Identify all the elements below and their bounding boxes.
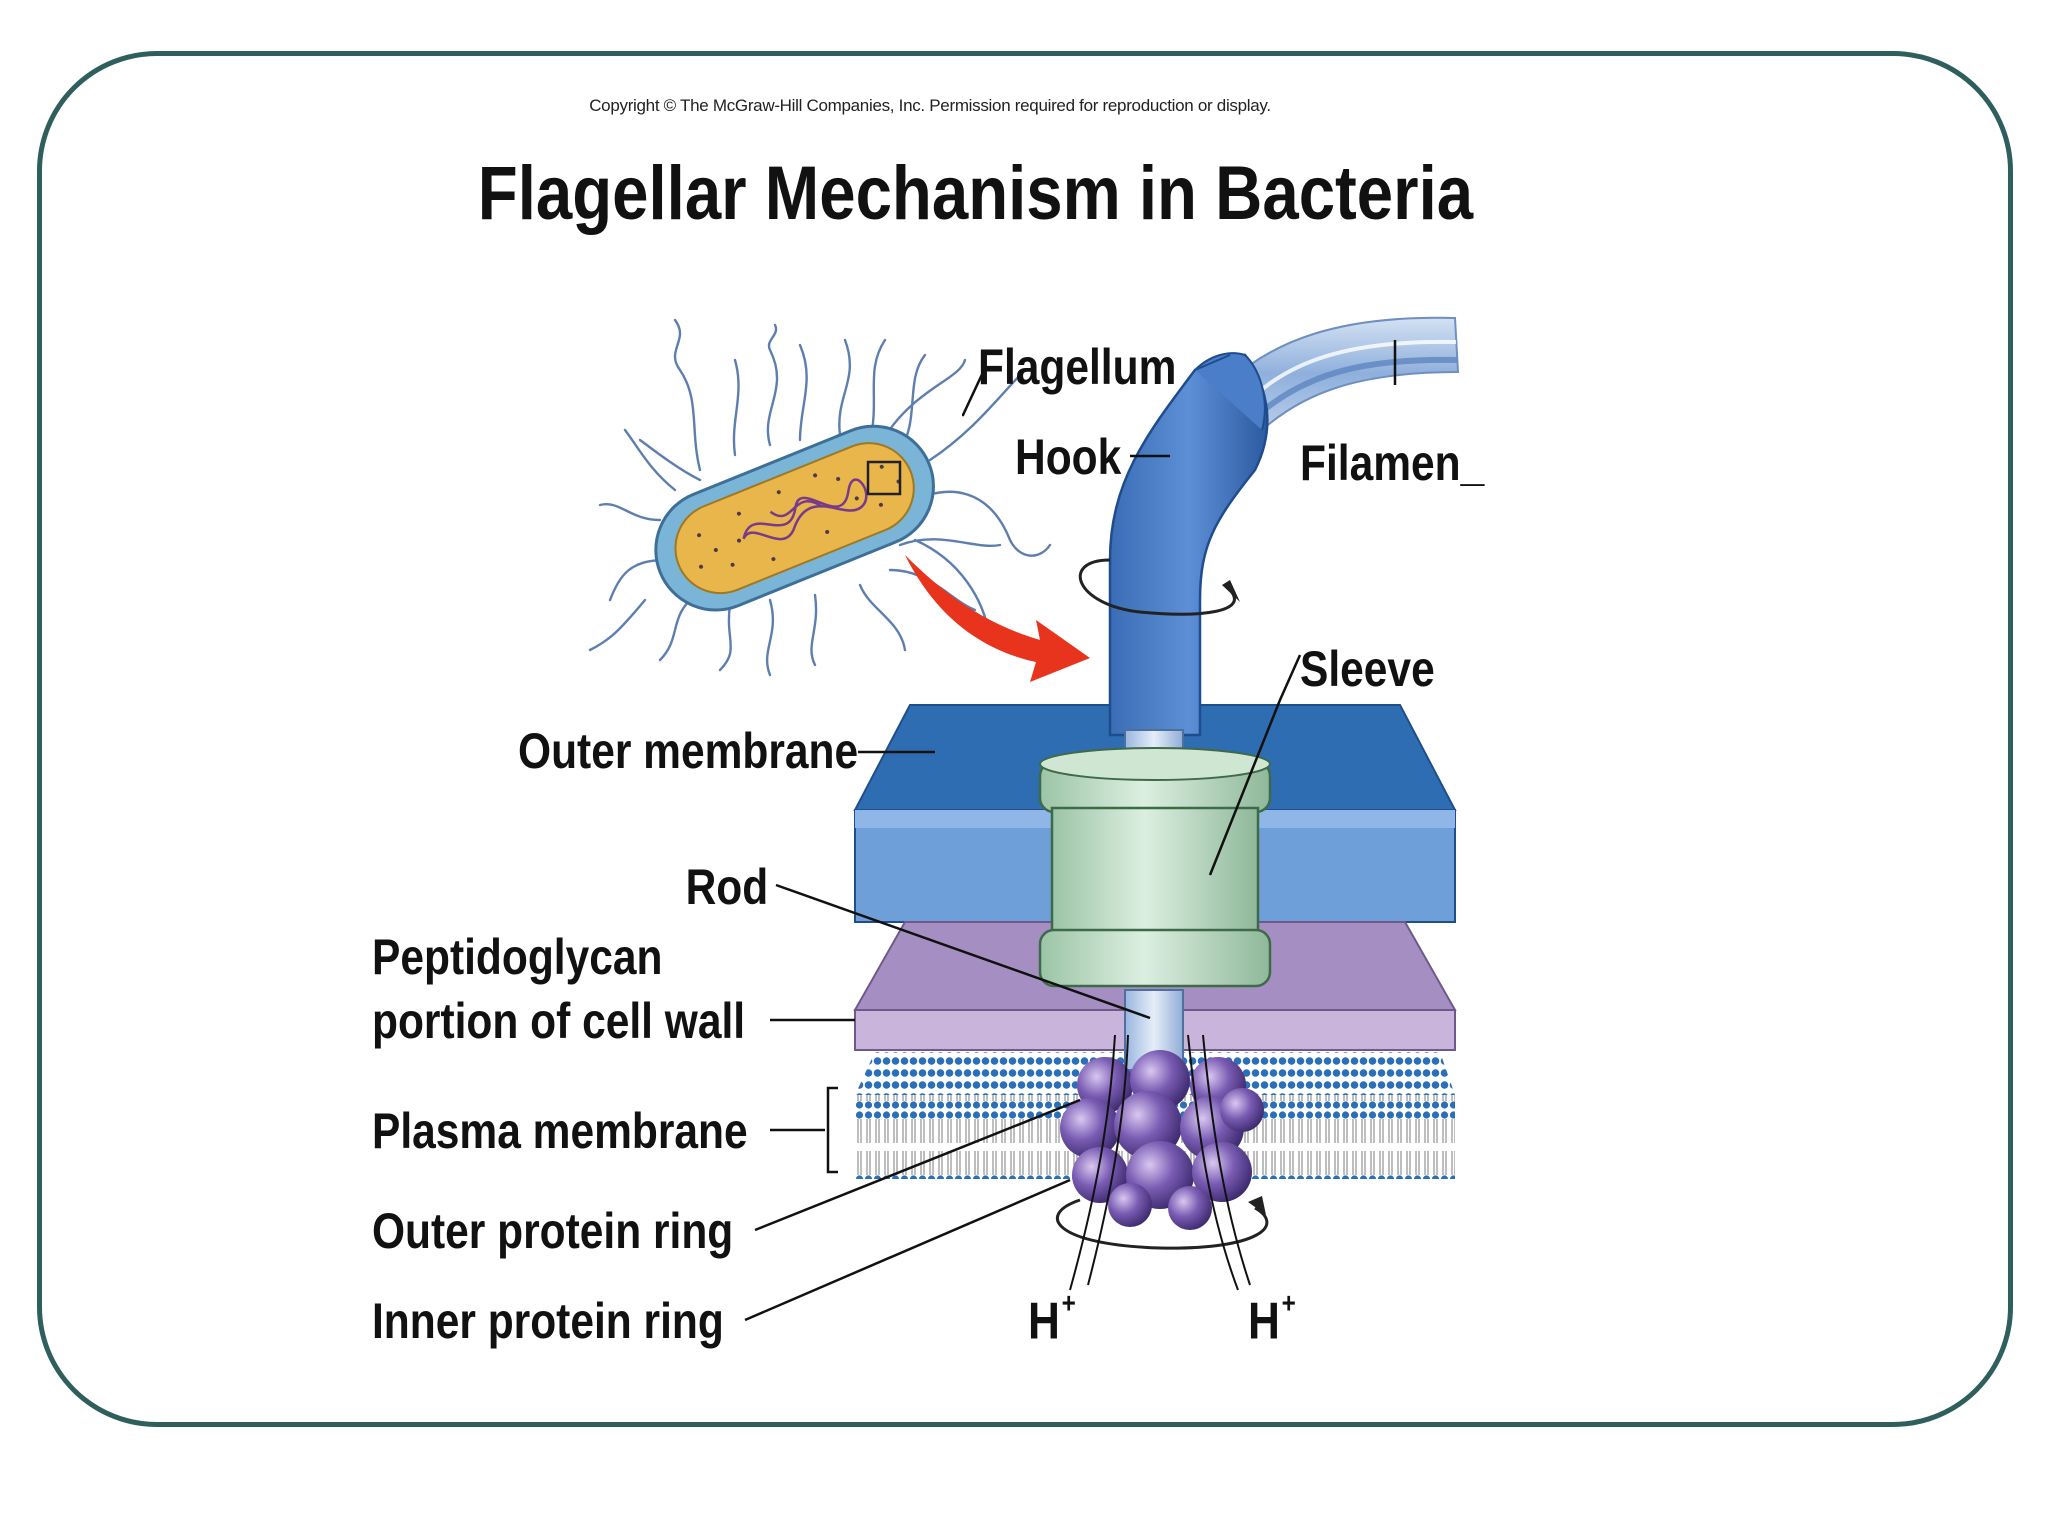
copyright-notice: Copyright © The McGraw-Hill Companies, I…: [589, 96, 1271, 115]
leader-lines: [744, 340, 1397, 1322]
label-plasma-membrane: Plasma membrane: [372, 1103, 748, 1159]
label-filament: Filamen_: [1300, 435, 1485, 491]
hook: [1078, 352, 1269, 737]
filament: [1218, 316, 1460, 432]
bacterium-illustration: [588, 318, 1052, 677]
proton-charge-right: +: [1281, 1288, 1296, 1320]
label-peptidoglycan: Peptidoglycan: [372, 929, 663, 985]
label-cell-wall: portion of cell wall: [372, 993, 746, 1049]
label-proton-right: H+: [1248, 1288, 1296, 1351]
label-rod: Rod: [685, 859, 768, 915]
diagram-title: Flagellar Mechanism in Bacteria: [477, 151, 1474, 236]
label-sleeve: Sleeve: [1300, 641, 1435, 697]
label-proton-left: H+: [1028, 1288, 1076, 1351]
protein-ring-motor: [1056, 1034, 1269, 1291]
label-outer-membrane: Outer membrane: [517, 723, 858, 779]
sleeve: [1038, 747, 1272, 988]
label-outer-protein-ring: Outer protein ring: [372, 1203, 734, 1259]
label-flagellum: Flagellum: [978, 339, 1177, 395]
zoom-arrow: [905, 555, 1090, 682]
label-hook: Hook: [1015, 429, 1122, 485]
proton-charge-left: +: [1061, 1288, 1076, 1320]
label-inner-protein-ring: Inner protein ring: [372, 1293, 724, 1349]
